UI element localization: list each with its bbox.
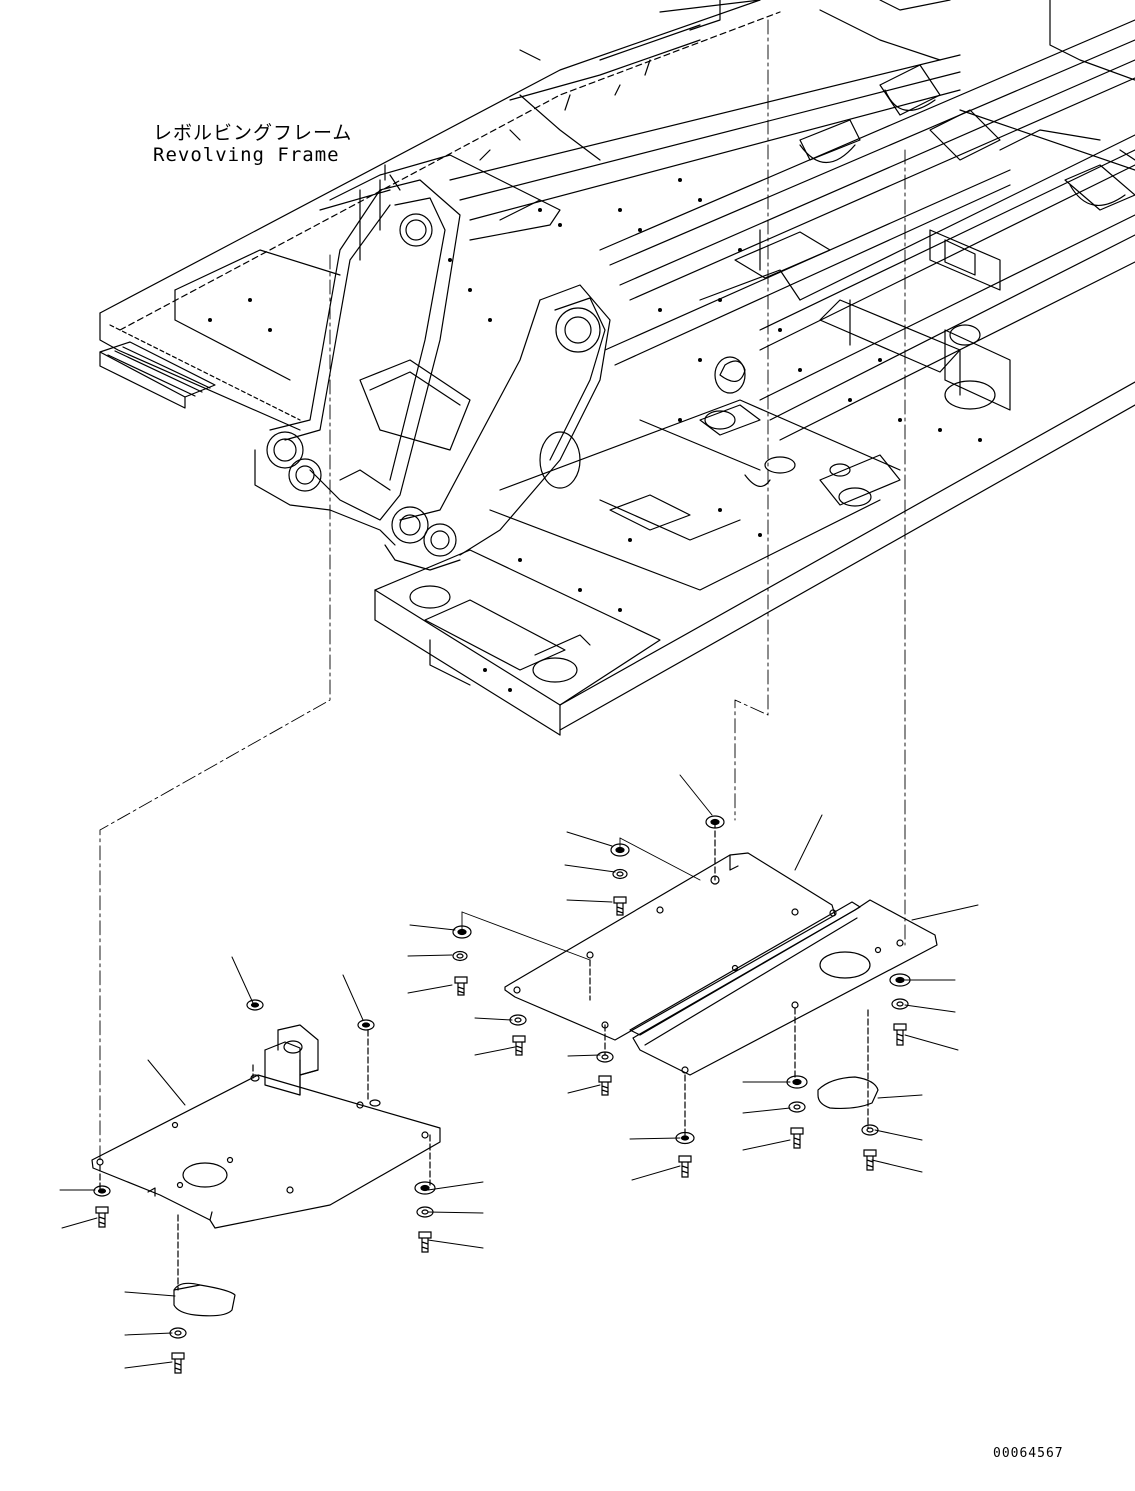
bolt-icon: [418, 1231, 432, 1253]
right-cover-plates: [461, 821, 938, 1136]
bolt-icon: [790, 1127, 804, 1149]
washer-icon: [610, 843, 630, 857]
washer-icon: [416, 1206, 434, 1218]
left-cover-plate: [91, 1024, 441, 1317]
bolt-icon: [95, 1206, 109, 1228]
washer-icon: [414, 1181, 436, 1195]
washer-icon: [169, 1327, 187, 1339]
washer-icon: [612, 868, 628, 880]
washer-icon: [509, 1014, 527, 1026]
washer-icon: [357, 1019, 375, 1031]
washer-icon: [452, 925, 472, 939]
revolving-frame: [99, 0, 1135, 1161]
drawing-number: 00064567: [993, 1446, 1064, 1461]
bolt-icon: [512, 1035, 526, 1056]
frame-label-english: Revolving Frame: [153, 144, 340, 166]
bolt-icon: [598, 1075, 612, 1096]
leader-lines: [59, 774, 979, 1369]
washer-icon: [788, 1101, 806, 1113]
washer-icon: [889, 973, 911, 987]
bolt-icon: [893, 1023, 907, 1046]
washer-icon: [891, 998, 909, 1010]
washer-icon: [786, 1075, 808, 1089]
washer-icon: [705, 815, 725, 829]
bolt-icon: [454, 976, 468, 996]
washer-icon: [452, 950, 468, 962]
washer-icon: [861, 1124, 879, 1136]
washer-icon: [596, 1051, 614, 1063]
bolt-icon: [678, 1155, 692, 1178]
washer-icon: [93, 1185, 111, 1197]
washer-icon: [675, 1131, 695, 1145]
bolt-icon: [171, 1352, 185, 1374]
frame-label-japanese: レボルビングフレーム: [153, 122, 353, 144]
washer-icon: [246, 999, 264, 1011]
bolt-icon: [613, 896, 627, 916]
bolt-icon: [863, 1149, 877, 1171]
